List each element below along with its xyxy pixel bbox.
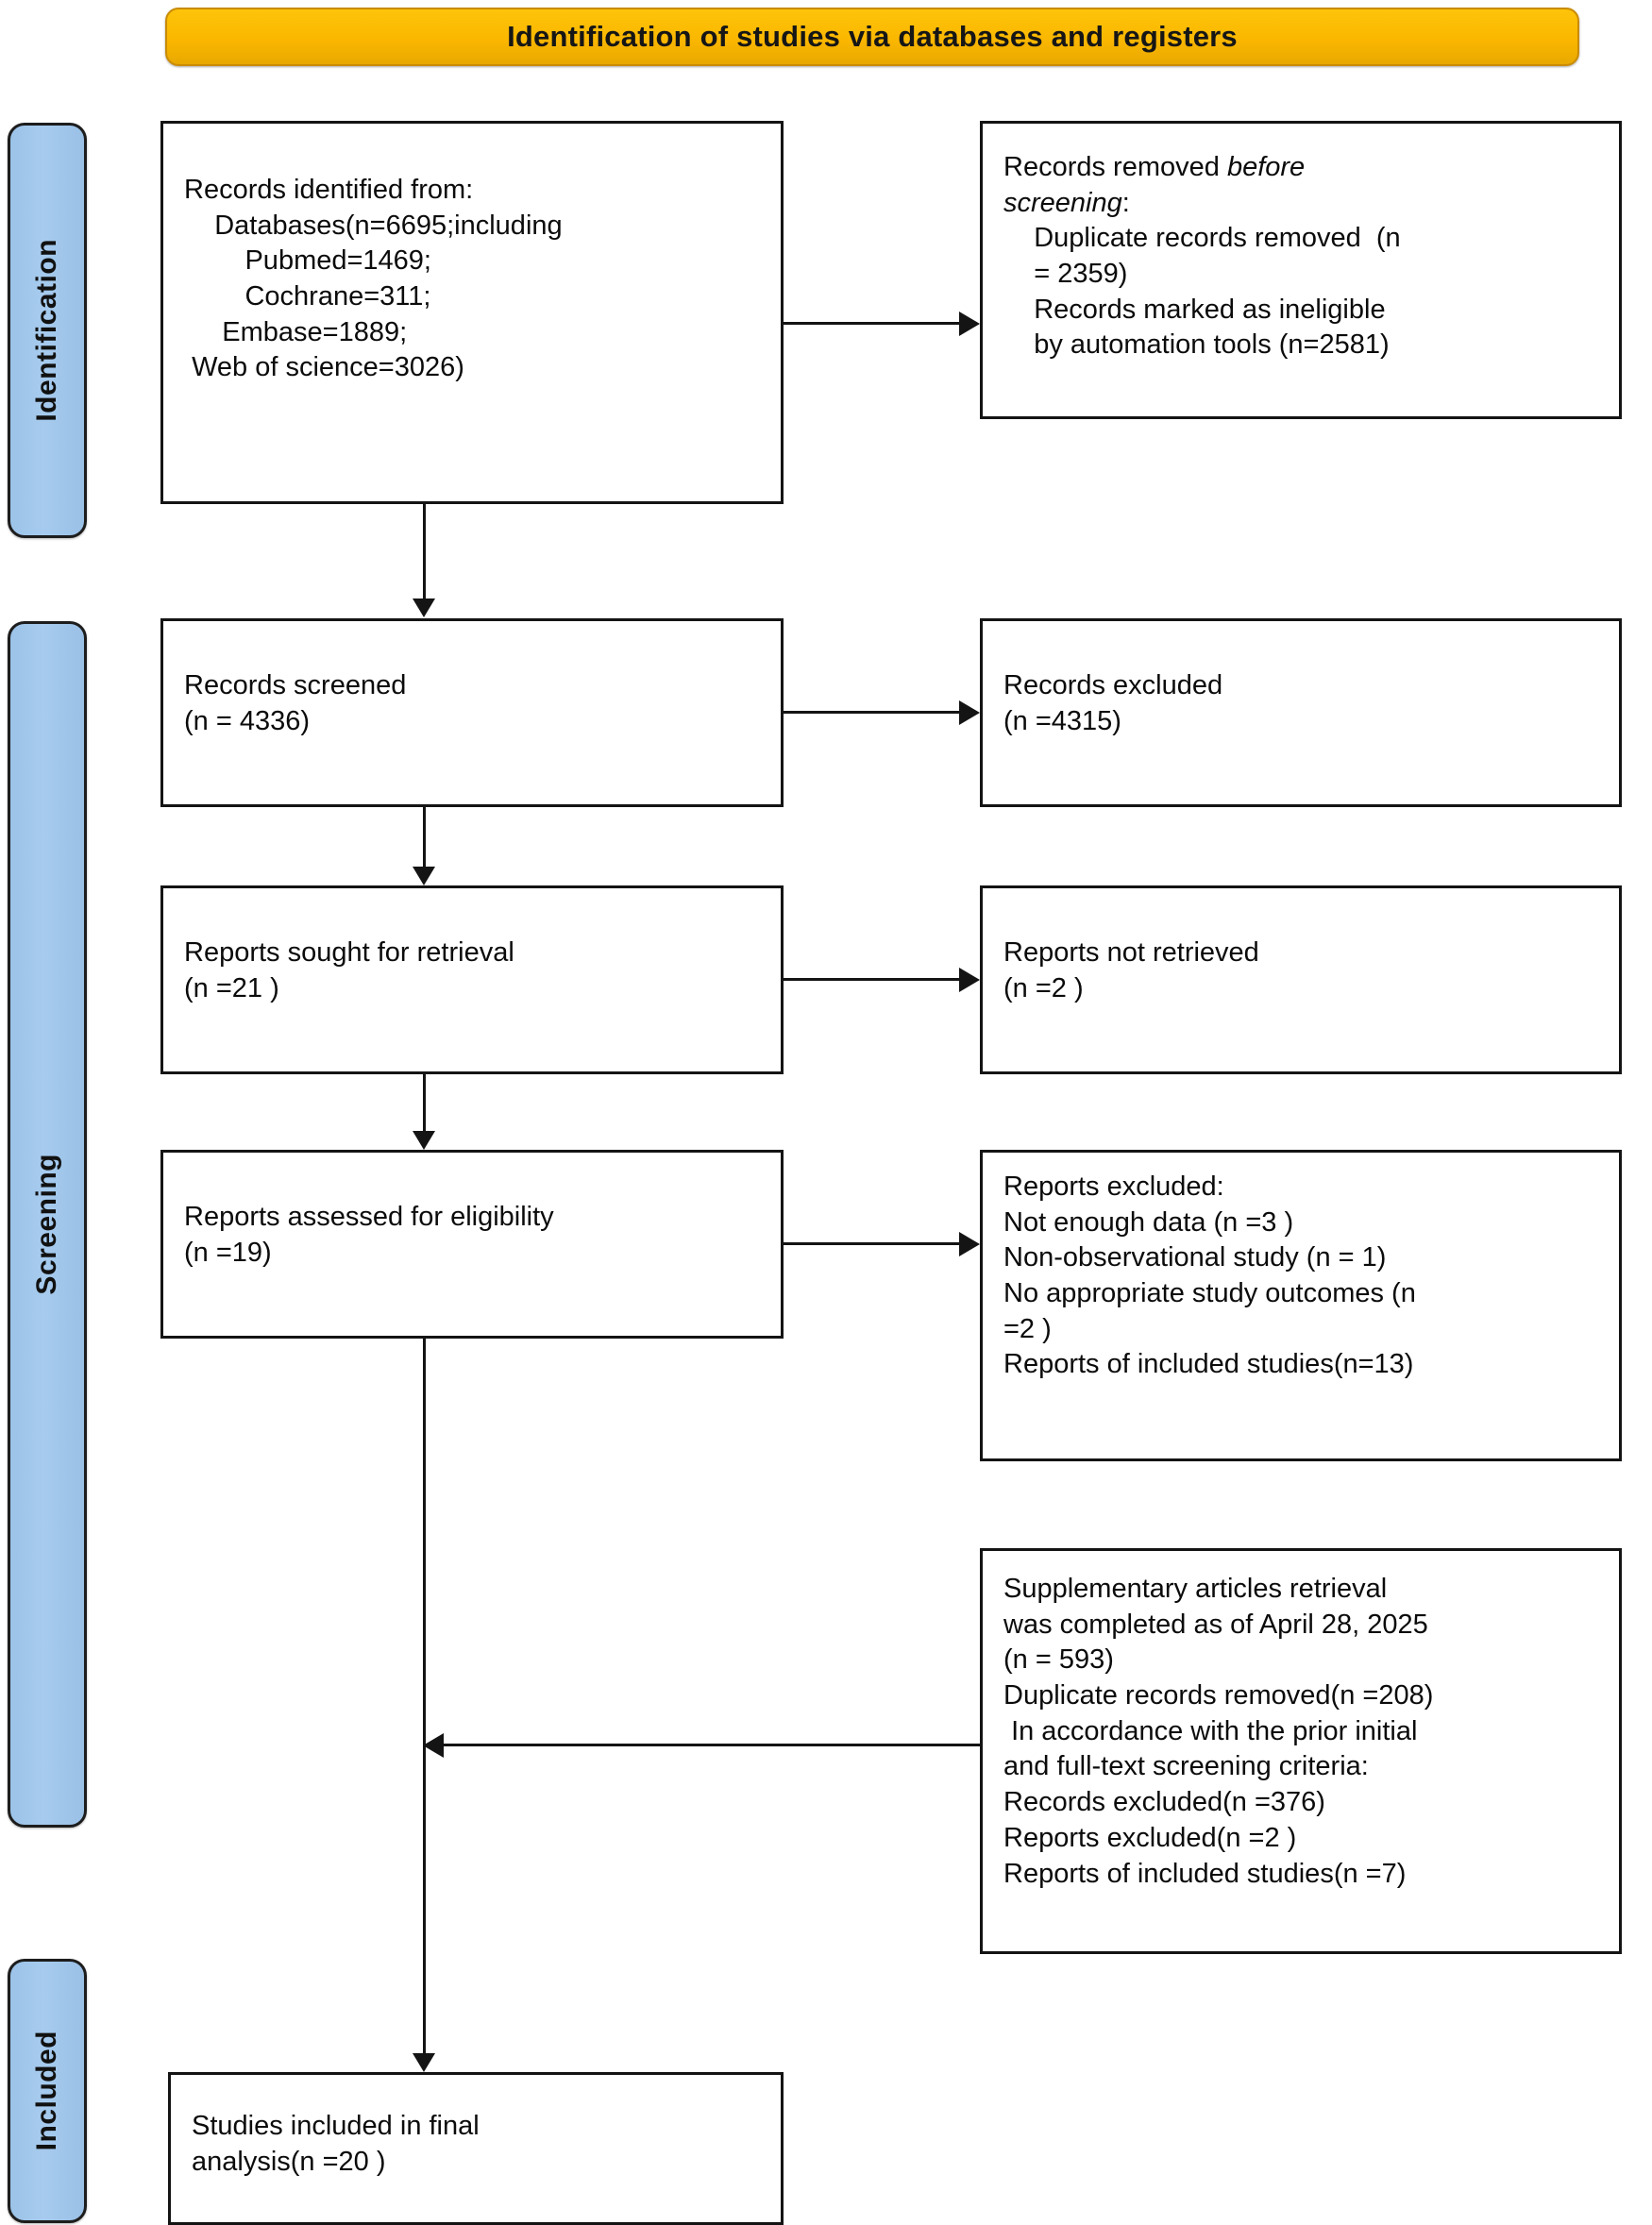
node-records-removed-text: Records removed before screening: Duplic… [1003,150,1606,363]
node-records-removed: Records removed before screening: Duplic… [980,121,1622,419]
edge-screened-to-excluded-arrowhead [959,700,980,725]
edge-screened-to-sought-arrowhead [413,867,435,885]
node-records-screened-text: Records screened (n = 4336) [184,670,407,736]
edge-assessed-to-final-arrowhead [413,2053,435,2072]
edge-identified-to-removed-line [784,322,959,325]
phase-label-identification: Identification [31,239,62,422]
edge-assessed-to-final-line [423,1339,426,2053]
removed-line2-suffix: : [1121,187,1130,218]
node-studies-included-final-text: Studies included in final analysis(n =20… [192,2111,480,2177]
node-reports-sought-text: Reports sought for retrieval (n =21 ) [184,937,514,1003]
node-reports-not-retrieved-text: Reports not retrieved (n =2 ) [1003,937,1259,1003]
node-records-excluded-text: Records excluded (n =4315) [1003,670,1223,736]
edge-sought-to-not-retrieved-arrowhead [959,968,980,992]
phase-bar-screening: Screening [8,621,87,1828]
edge-identified-to-removed-arrowhead [959,312,980,336]
node-records-identified-text: Records identified from: Databases(n=669… [184,175,563,383]
edge-supplementary-to-final-arrowhead [423,1733,444,1758]
node-records-excluded: Records excluded (n =4315) [980,618,1622,807]
removed-line1-prefix: Records removed [1003,152,1227,182]
phase-label-included: Included [31,2031,62,2151]
node-records-screened: Records screened (n = 4336) [160,618,784,807]
edge-screened-to-excluded-line [784,711,959,714]
edge-supplementary-to-final-line [444,1744,980,1746]
edge-sought-to-assessed-arrowhead [413,1131,435,1150]
removed-line2-italic: screening [1003,187,1122,218]
banner-title: Identification of studies via databases … [507,20,1238,53]
edge-identified-to-screened-line [423,504,426,598]
edge-screened-to-sought-line [423,807,426,867]
removed-rest: Duplicate records removed (n = 2359) Rec… [1034,223,1401,361]
node-reports-sought: Reports sought for retrieval (n =21 ) [160,885,784,1074]
diagram-banner: Identification of studies via databases … [165,8,1579,66]
node-reports-not-retrieved: Reports not retrieved (n =2 ) [980,885,1622,1074]
phase-bar-identification: Identification [8,123,87,538]
node-reports-excluded-text: Reports excluded: Not enough data (n =3 … [1003,1171,1416,1380]
edge-assessed-to-reports-excluded-line [784,1242,959,1245]
edge-assessed-to-reports-excluded-arrowhead [959,1232,980,1256]
edge-identified-to-screened-arrowhead [413,598,435,617]
node-records-identified: Records identified from: Databases(n=669… [160,121,784,504]
removed-line1-italic: before [1226,152,1306,182]
node-supplementary-retrieval-text: Supplementary articles retrieval was com… [1003,1574,1434,1889]
edge-sought-to-not-retrieved-line [784,978,959,981]
node-supplementary-retrieval: Supplementary articles retrieval was com… [980,1548,1622,1954]
node-reports-assessed-text: Reports assessed for eligibility (n =19) [184,1202,554,1268]
node-studies-included-final: Studies included in final analysis(n =20… [168,2072,784,2225]
edge-sought-to-assessed-line [423,1074,426,1131]
node-reports-excluded: Reports excluded: Not enough data (n =3 … [980,1150,1622,1461]
phase-bar-included: Included [8,1959,87,2223]
phase-label-screening: Screening [31,1154,62,1295]
node-reports-assessed: Reports assessed for eligibility (n =19) [160,1150,784,1339]
